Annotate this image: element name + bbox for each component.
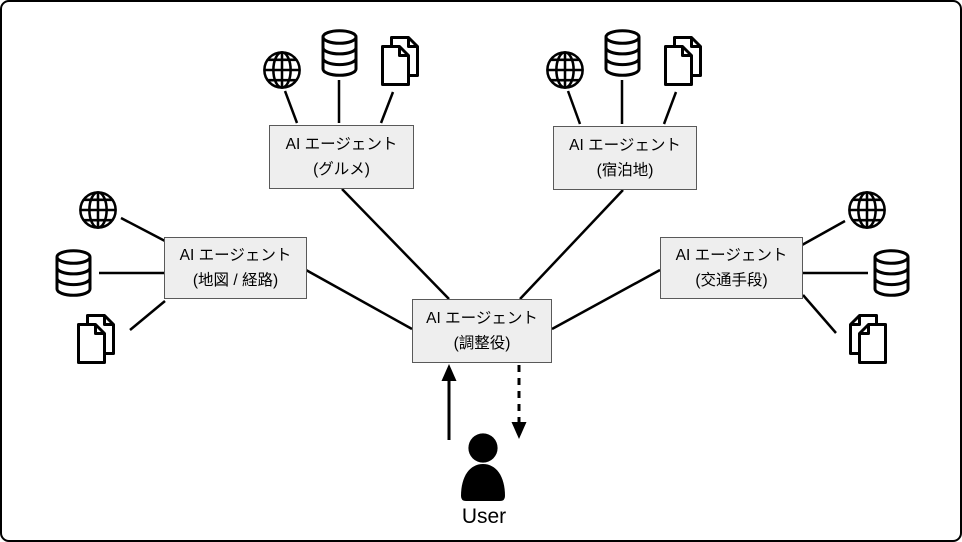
globe-icon <box>263 51 301 89</box>
person-icon <box>461 433 505 501</box>
connector-line <box>283 90 299 124</box>
connector-line <box>120 216 166 243</box>
documents-icon <box>664 36 702 86</box>
connector-line <box>379 91 395 124</box>
agent-name: AI エージェント <box>569 137 681 154</box>
connector-line <box>801 219 846 247</box>
agent-box-map-route: AI エージェント (地図 / 経路) <box>164 237 307 299</box>
agent-box-lodging: AI エージェント (宿泊地) <box>553 126 697 190</box>
agent-role: (宿泊地) <box>596 162 654 179</box>
agent-role: (交通手段) <box>695 272 768 289</box>
connector-line <box>662 91 678 125</box>
agent-role: (調整役) <box>453 335 511 352</box>
connector-line <box>129 300 166 331</box>
database-icon <box>873 249 910 297</box>
connector-line <box>519 189 624 300</box>
globe-icon <box>546 51 584 89</box>
connector-line <box>341 188 450 300</box>
agent-box-coordinator: AI エージェント (調整役) <box>412 299 552 363</box>
agent-box-transport: AI エージェント (交通手段) <box>660 237 803 299</box>
globe-icon <box>79 191 117 229</box>
agent-name: AI エージェント <box>426 310 538 327</box>
documents-icon-mirrored <box>849 314 887 364</box>
database-icon <box>321 29 358 77</box>
user-to-coordinator-arrow <box>441 364 457 440</box>
agent-role: (地図 / 経路) <box>192 272 279 289</box>
connector-line <box>566 90 582 125</box>
globe-icon <box>848 191 886 229</box>
agent-box-gourmet: AI エージェント (グルメ) <box>269 125 414 189</box>
documents-icon <box>77 314 115 364</box>
agent-name: AI エージェント <box>675 247 788 264</box>
agent-name: AI エージェント <box>285 136 398 153</box>
database-icon <box>604 29 641 77</box>
coordinator-to-user-arrow <box>511 365 527 439</box>
connector-line <box>551 268 661 331</box>
connector-line <box>305 268 413 331</box>
connector-lines <box>99 80 868 334</box>
agent-name: AI エージェント <box>179 247 292 264</box>
database-icon <box>55 249 92 297</box>
user-label: User <box>461 505 507 528</box>
documents-icon <box>381 36 419 86</box>
agent-role: (グルメ) <box>313 161 370 178</box>
connector-line <box>802 294 837 334</box>
